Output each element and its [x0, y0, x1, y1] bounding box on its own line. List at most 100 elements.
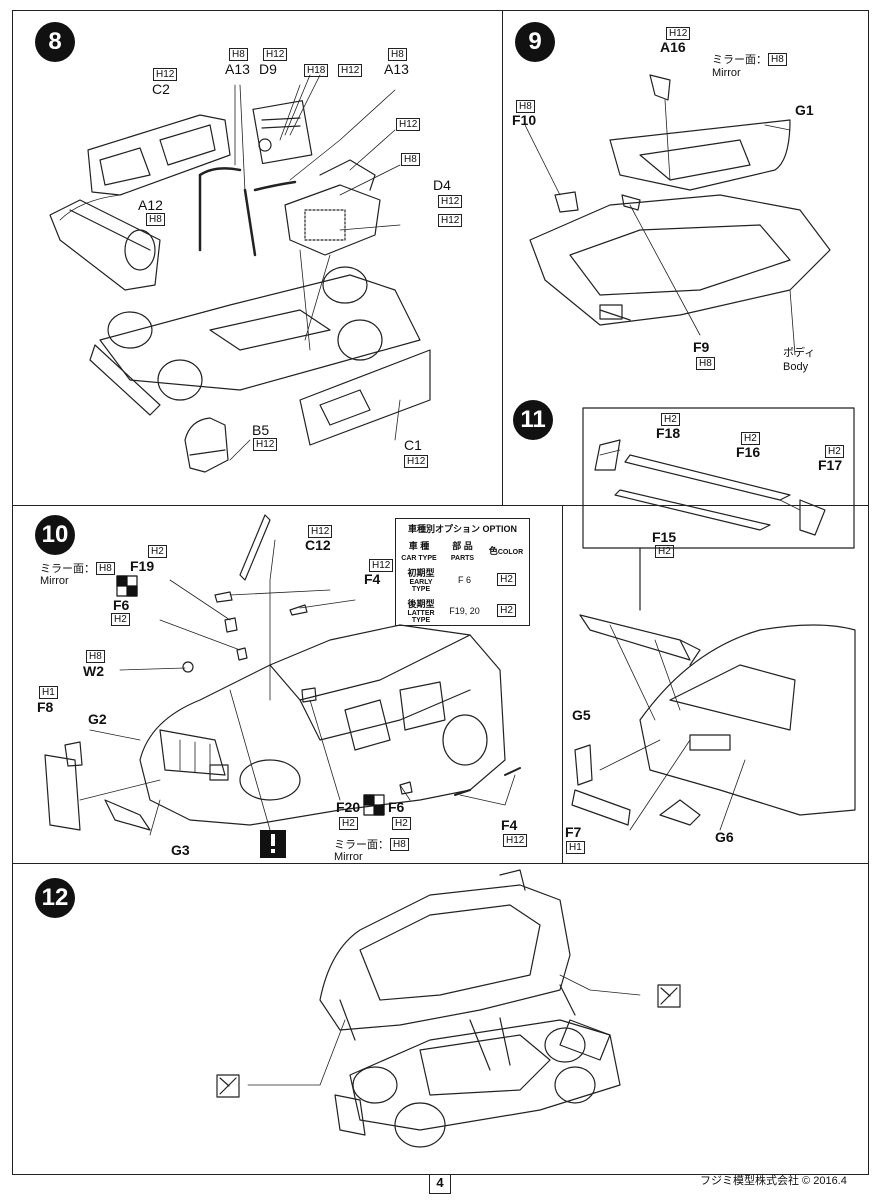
part-f10-color: H8 — [515, 100, 535, 113]
row-early-type-en: EARLY TYPE — [409, 579, 433, 593]
part-w2-color: H8 — [85, 650, 105, 663]
mirror-en-label-10: Mirror — [40, 575, 69, 587]
part-b5-color: H12 — [252, 438, 278, 451]
part-f8-label: F8 — [37, 699, 54, 715]
part-a13-left-color: H8 — [228, 48, 248, 61]
body-jp-label: ボディ — [783, 347, 816, 359]
part-c12-color: H12 — [307, 525, 333, 538]
part-f10-label: F10 — [512, 112, 537, 128]
part-f6b-label: F6 — [388, 799, 405, 815]
part-f6b-color: H2 — [391, 817, 411, 830]
decal-checker-icon-top — [116, 575, 138, 597]
mirror-side-label-10b: ミラー面：H8 — [334, 838, 409, 851]
part-d9-color: H12 — [262, 48, 288, 61]
part-a16-label: A16 — [660, 39, 686, 55]
part-w2-label: W2 — [83, 663, 104, 679]
part-a13-right-label: A13 — [384, 61, 409, 77]
part-f15-color: H2 — [654, 545, 674, 558]
part-g6-label: G6 — [715, 829, 734, 845]
part-f16-label: F16 — [736, 444, 761, 460]
row-latter-parts: F19, 20 — [449, 605, 480, 616]
mirror-en-label-10b: Mirror — [334, 851, 363, 863]
step-number-11: 11 — [513, 400, 553, 440]
part-f4b-color: H12 — [502, 834, 528, 847]
part-f6-color: H2 — [110, 613, 130, 626]
color-h12-label-b: H12 — [395, 118, 421, 131]
part-b5-label: B5 — [252, 422, 270, 438]
divider-col-top — [502, 10, 503, 505]
decal-checker-icon-bottom — [363, 794, 385, 816]
option-row-early: 初期型EARLY TYPE F 6 H2 — [400, 566, 525, 593]
part-a13-left-label: A13 — [225, 61, 250, 77]
part-f20-label: F20 — [336, 799, 361, 815]
copyright-text: フジミ模型株式会社 © 2016.4 — [700, 1175, 847, 1187]
head-parts-jp: 部 品 — [452, 541, 473, 551]
step9-drawing — [524, 74, 831, 356]
body-en-label: Body — [783, 361, 809, 373]
option-table-head: 車 種CAR TYPE 部 品PARTS 色COLOR — [400, 539, 525, 562]
part-d9-label: D9 — [259, 61, 277, 77]
step-number-10: 10 — [35, 515, 75, 555]
row-early-parts: F 6 — [457, 574, 471, 585]
part-f6-label: F6 — [113, 597, 130, 613]
mirror-side-label-10: ミラー面：H8 — [40, 562, 115, 575]
part-f7-label: F7 — [565, 824, 582, 840]
step10-drawing — [44, 514, 521, 836]
part-f16-color: H2 — [740, 432, 760, 445]
part-f18-label: F18 — [656, 425, 681, 441]
step-number-9: 9 — [515, 22, 555, 62]
color-h12-label-c: H12 — [437, 214, 463, 227]
step-number-12: 12 — [35, 878, 75, 918]
part-c2-color: H12 — [152, 68, 178, 81]
step-number-8: 8 — [35, 22, 75, 62]
part-f4b-label: F4 — [501, 817, 518, 833]
part-f17-color: H2 — [824, 445, 844, 458]
glue-icon-left — [216, 1074, 240, 1098]
part-a12-label: A12 — [138, 197, 163, 213]
part-g3-label: G3 — [171, 842, 190, 858]
part-g2-label: G2 — [88, 711, 107, 727]
row-latter-color: H2 — [497, 604, 516, 617]
color-h18-label: H18 — [303, 64, 329, 77]
head-type-jp: 車 種 — [408, 541, 430, 551]
mirror-en-label-9: Mirror — [712, 67, 741, 79]
part-c1-color: H12 — [403, 455, 429, 468]
part-f8-color: H1 — [38, 686, 58, 699]
part-a16-color: H12 — [665, 27, 691, 40]
part-c2-label: C2 — [152, 81, 170, 97]
head-color-jp: 色 — [488, 546, 498, 556]
color-h12-label-a: H12 — [337, 64, 363, 77]
part-a12-color: H8 — [145, 213, 165, 226]
page-number: 4 — [429, 1174, 451, 1194]
part-d4-label: D4 — [433, 177, 451, 193]
head-parts-en: PARTS — [450, 555, 475, 562]
row-early-type-jp: 初期型 — [407, 568, 435, 578]
part-f19-color: H2 — [147, 545, 167, 558]
mirror-side-label-9: ミラー面：H8 — [712, 53, 787, 66]
part-a13-right-color: H8 — [387, 48, 407, 61]
part-d4-color: H12 — [437, 195, 463, 208]
step12-drawing — [247, 869, 641, 1148]
part-c12-label: C12 — [305, 537, 331, 553]
part-f17-label: F17 — [818, 457, 843, 473]
part-c1-label: C1 — [404, 437, 422, 453]
color-h8-label-b: H8 — [400, 153, 420, 166]
part-f9-color: H8 — [695, 357, 715, 370]
row-latter-type-jp: 後期型 — [407, 599, 435, 609]
part-f4-color: H12 — [368, 559, 394, 572]
part-f4-label: F4 — [364, 571, 381, 587]
row-latter-type-en: LATTER TYPE — [407, 610, 435, 624]
part-f9-label: F9 — [693, 339, 710, 355]
divider-col-mid — [562, 505, 563, 863]
option-row-latter: 後期型LATTER TYPE F19, 20 H2 — [400, 597, 525, 624]
head-color-en: COLOR — [497, 549, 524, 556]
part-g5-label: G5 — [572, 707, 591, 723]
option-table: 車種別オプション OPTION 車 種CAR TYPE 部 品PARTS 色CO… — [395, 518, 530, 626]
step8-drawing — [49, 74, 431, 473]
step11-drawing — [571, 407, 856, 831]
part-g1-label: G1 — [795, 102, 814, 118]
part-f19-label: F19 — [130, 558, 155, 574]
part-f15-label: F15 — [652, 529, 677, 545]
part-f20-color: H2 — [338, 817, 358, 830]
